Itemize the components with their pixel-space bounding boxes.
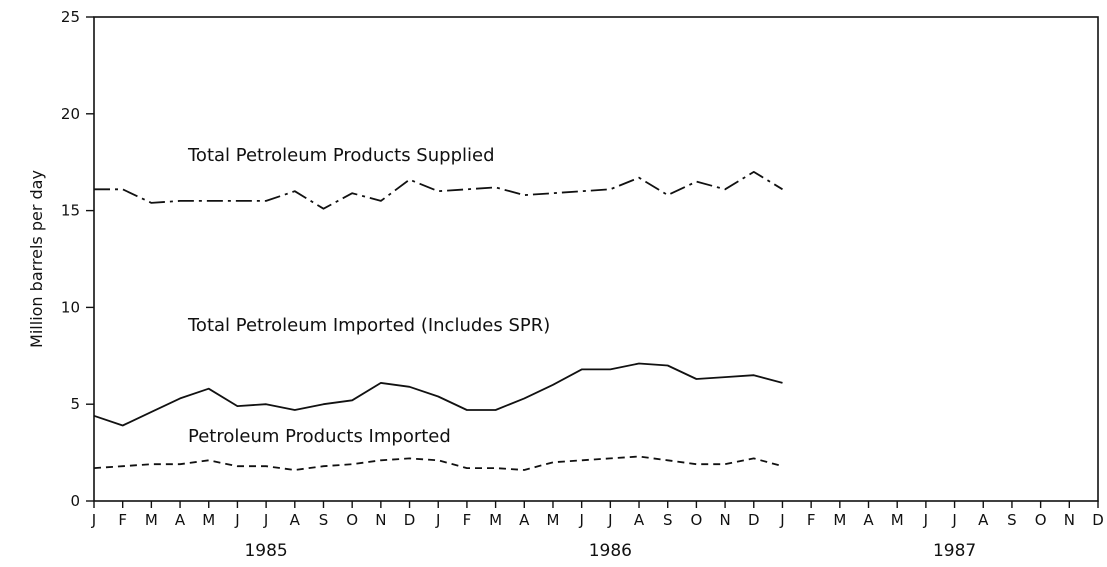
year-label: 1987: [933, 541, 976, 561]
x-month-label: D: [1092, 511, 1104, 529]
series-line-1: [93, 362, 783, 427]
annotation-total-petroleum-imported: Total Petroleum Imported (Includes SPR): [187, 315, 550, 336]
x-month-label: D: [748, 511, 760, 529]
x-month-label: N: [375, 511, 386, 529]
x-month-label: O: [1035, 511, 1047, 529]
x-month-label: N: [1064, 511, 1075, 529]
x-month-label: M: [202, 511, 215, 529]
x-month-label: A: [519, 511, 530, 529]
x-month-label: N: [719, 511, 730, 529]
x-month-label: F: [118, 511, 127, 529]
x-month-label: S: [319, 511, 329, 529]
series-line-2: [93, 455, 783, 471]
y-tick-label: 15: [61, 202, 80, 220]
x-month-label: A: [978, 511, 989, 529]
annotation-total-products-supplied: Total Petroleum Products Supplied: [187, 145, 495, 166]
series-layer: [93, 170, 783, 471]
x-month-label: J: [263, 511, 268, 529]
x-month-label: M: [546, 511, 559, 529]
x-month-label: J: [435, 511, 440, 529]
year-label: 1986: [589, 541, 632, 561]
x-month-label: O: [346, 511, 358, 529]
year-label: 1985: [244, 541, 287, 561]
x-month-label: J: [779, 511, 784, 529]
x-month-label: O: [690, 511, 702, 529]
y-axis: 0 5 10 15 20 25: [61, 8, 94, 510]
x-month-label: M: [145, 511, 158, 529]
x-month-label: J: [578, 511, 583, 529]
y-tick-label: 0: [70, 492, 80, 510]
x-month-label: J: [951, 511, 956, 529]
x-month-label: F: [807, 511, 816, 529]
annotation-products-imported: Petroleum Products Imported: [188, 426, 451, 447]
x-month-label: D: [404, 511, 416, 529]
series-line-0: [94, 170, 783, 210]
x-month-label: M: [489, 511, 502, 529]
x-month-label: J: [234, 511, 239, 529]
x-month-label: S: [663, 511, 673, 529]
plot-frame: [93, 16, 1099, 502]
y-tick-label: 20: [61, 105, 80, 123]
x-month-label: A: [863, 511, 874, 529]
x-month-label: M: [891, 511, 904, 529]
x-month-label: A: [175, 511, 186, 529]
x-month-label: M: [833, 511, 846, 529]
x-month-label: A: [290, 511, 301, 529]
x-month-label: F: [463, 511, 472, 529]
x-month-label: A: [634, 511, 645, 529]
y-tick-label: 25: [61, 8, 80, 26]
y-axis-label: Million barrels per day: [27, 170, 46, 348]
x-month-label: J: [607, 511, 612, 529]
x-month-label: J: [923, 511, 928, 529]
y-tick-label: 10: [61, 298, 80, 316]
y-tick-label: 5: [70, 395, 80, 413]
x-month-label: J: [91, 511, 96, 529]
x-month-label: S: [1007, 511, 1017, 529]
